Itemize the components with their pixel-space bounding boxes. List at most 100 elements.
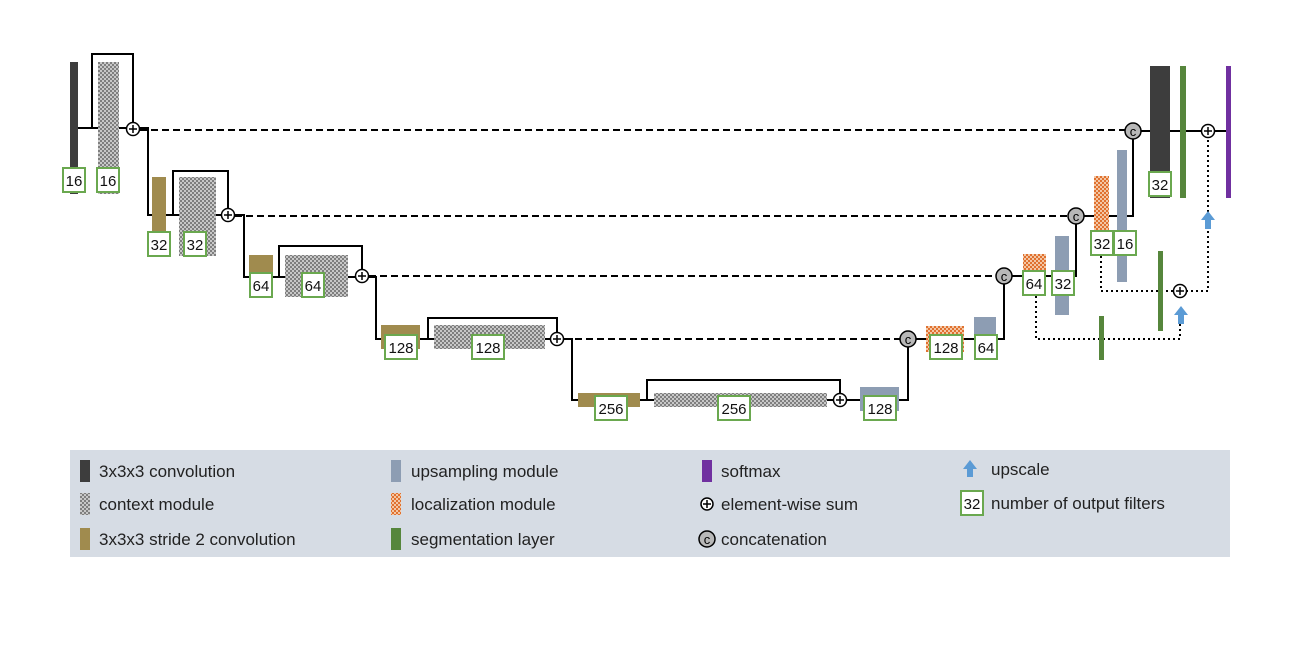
legend-item-filters: 32 number of output filters [960, 490, 1165, 516]
context-swatch [80, 493, 90, 515]
conv-block-l1 [70, 62, 78, 194]
upscale-arrow-icon [1201, 211, 1215, 229]
svg-text:128: 128 [475, 340, 500, 357]
svg-text:16: 16 [100, 173, 117, 190]
context-block-l1 [98, 62, 119, 194]
element-wise-sum-icon [1200, 123, 1216, 139]
final-conv-block [1150, 66, 1170, 198]
filter-label-up4: 64 [974, 334, 998, 360]
concat-symbol: c [704, 532, 711, 547]
legend-item-upscale: upscale [963, 460, 1050, 479]
svg-text:256: 256 [721, 401, 746, 418]
legend-item-concat: c concatenation [698, 530, 827, 549]
connection-lines [78, 53, 1226, 401]
svg-text:number of output filters: number of output filters [991, 494, 1165, 513]
level3-residual [278, 245, 363, 277]
filter-label-up3: 32 [1051, 270, 1075, 296]
element-wise-sum-icon [832, 392, 848, 408]
upsampling-block-2 [1117, 150, 1127, 282]
segmentation-layer-final [1180, 66, 1186, 198]
filter-label-l3-stride: 64 [249, 272, 273, 298]
svg-text:32: 32 [151, 237, 168, 254]
filter-label-l2-stride: 32 [147, 231, 171, 257]
svg-text:64: 64 [1026, 276, 1043, 293]
svg-text:32: 32 [1055, 276, 1072, 293]
concat-symbol: c [1001, 269, 1008, 284]
up3-to-concat2 [1069, 222, 1077, 277]
concatenation-icon: c [1124, 122, 1142, 140]
skip-connections [140, 129, 1126, 340]
filter-label-up2: 16 [1113, 230, 1137, 256]
legend-item-sum: element-wise sum [700, 495, 858, 514]
svg-text:128: 128 [388, 340, 413, 357]
legend-item-stride: 3x3x3 stride 2 convolution [80, 528, 296, 550]
legend-item-softmax: softmax [702, 460, 781, 482]
deep-supervision-paths [1035, 137, 1209, 340]
upscale-arrow-icon [963, 460, 977, 477]
filter-label-final-conv: 32 [1148, 171, 1172, 197]
conv-swatch [80, 460, 90, 482]
svg-text:upsampling module: upsampling module [411, 462, 558, 481]
svg-text:3x3x3 convolution: 3x3x3 convolution [99, 462, 235, 481]
legend: 3x3x3 convolution context module 3x3x3 s… [70, 450, 1230, 557]
svg-text:context module: context module [99, 495, 214, 514]
concatenation-icon: c [1067, 207, 1085, 225]
segmentation-layer-l3 [1099, 316, 1104, 360]
ds-from-loc3 [1035, 296, 1181, 340]
softmax-swatch [702, 460, 712, 482]
legend-item-localization: localization module [391, 493, 556, 515]
segmentation-layer-l2 [1158, 251, 1163, 331]
svg-text:128: 128 [933, 340, 958, 357]
concatenation-icon: c [899, 330, 917, 348]
svg-text:localization module: localization module [411, 495, 556, 514]
legend-item-conv: 3x3x3 convolution [80, 460, 235, 482]
element-wise-sum-icon [549, 331, 565, 347]
upscale-arrow-icon [1174, 306, 1188, 324]
svg-text:64: 64 [305, 278, 322, 295]
filter-label-example [960, 490, 984, 516]
concatenation-icon: c [698, 530, 716, 548]
level3-down [369, 276, 381, 340]
concat-symbol: c [905, 332, 912, 347]
svg-text:64: 64 [978, 340, 995, 357]
level4-residual [427, 317, 558, 339]
upsampling-swatch [391, 460, 401, 482]
svg-text:softmax: softmax [721, 462, 781, 481]
element-wise-sum-icon [700, 497, 714, 511]
level1-down [140, 127, 152, 216]
svg-text:3x3x3 stride 2 convolution: 3x3x3 stride 2 convolution [99, 530, 296, 549]
svg-text:64: 64 [253, 278, 270, 295]
filter-label-l4-ctx: 128 [471, 334, 505, 360]
legend-background [70, 450, 1230, 557]
up1-to-concat4 [899, 346, 909, 401]
filter-label-loc2: 32 [1090, 230, 1114, 256]
concatenation-icon: c [995, 267, 1013, 285]
up4-to-concat3 [996, 282, 1005, 340]
up2-to-concat1 [1127, 137, 1134, 217]
svg-text:16: 16 [66, 173, 83, 190]
legend-item-segmentation: segmentation layer [391, 528, 555, 550]
level1-residual [91, 53, 134, 128]
svg-text:128: 128 [867, 401, 892, 418]
ds-from-loc2 [1100, 256, 1174, 292]
filter-labels: 16 16 32 32 64 64 128 128 [62, 167, 1172, 421]
filter-label-loc4: 128 [929, 334, 963, 360]
filter-label-l4-stride: 128 [384, 334, 418, 360]
svg-text:16: 16 [1117, 236, 1134, 253]
svg-text:segmentation layer: segmentation layer [411, 530, 555, 549]
element-wise-sum-icon [220, 207, 236, 223]
filter-label-l2-ctx: 32 [183, 231, 207, 257]
ds-sum-to-upscale [1186, 228, 1209, 292]
level2-down [235, 214, 249, 278]
concat-symbol: c [1073, 209, 1080, 224]
element-wise-sum-icon [354, 268, 370, 284]
filter-label-l5-stride: 256 [594, 395, 628, 421]
filter-label-l1-ctx: 16 [96, 167, 120, 193]
filter-label-l3-ctx: 64 [301, 272, 325, 298]
svg-text:256: 256 [598, 401, 623, 418]
level2-residual [172, 170, 229, 215]
svg-text:32: 32 [187, 237, 204, 254]
legend-item-upsampling: upsampling module [391, 460, 558, 482]
filter-label-loc3: 64 [1022, 270, 1046, 296]
